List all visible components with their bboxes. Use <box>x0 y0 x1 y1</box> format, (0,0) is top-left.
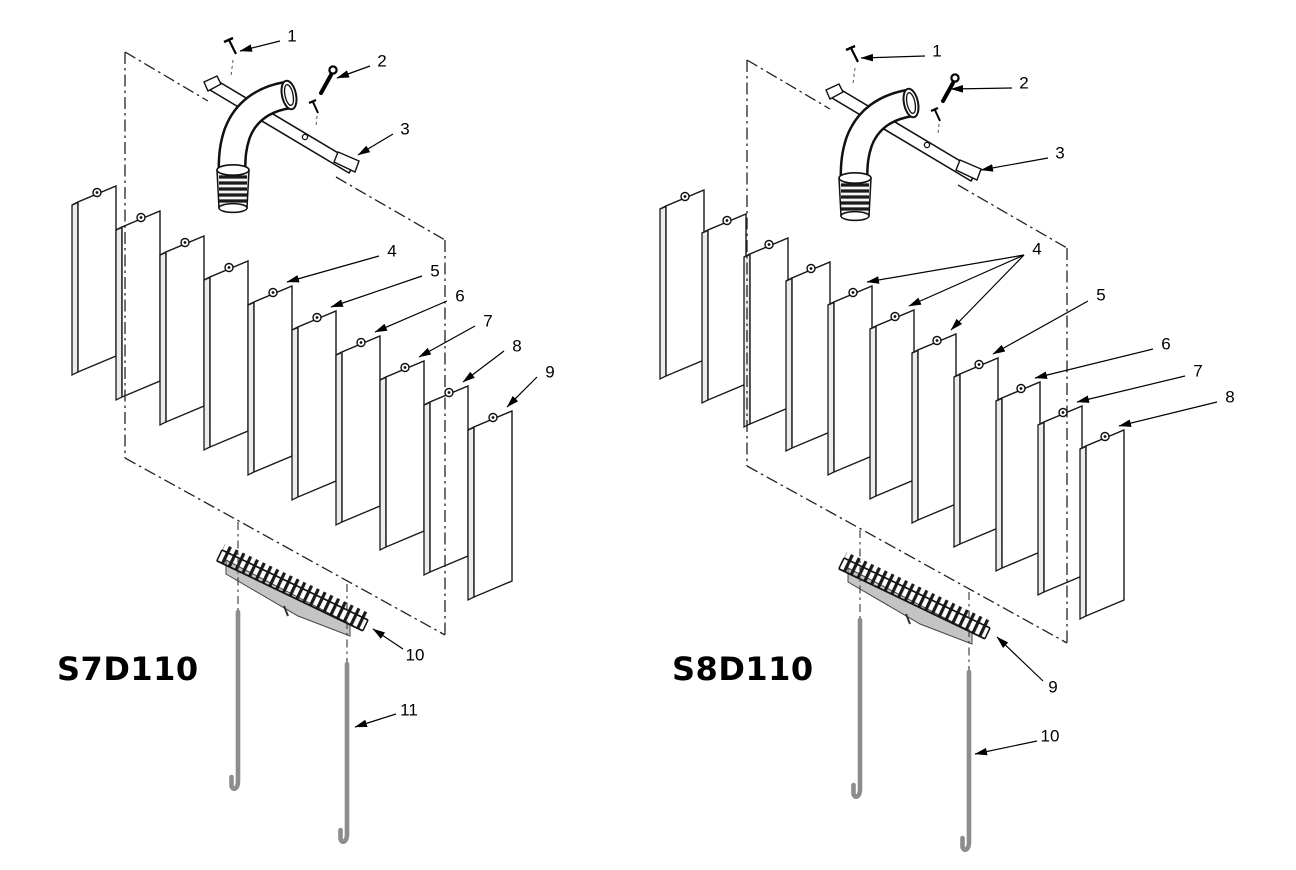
callout-8: 8 <box>1118 387 1235 427</box>
callout-8: 8 <box>462 336 522 383</box>
plate <box>335 335 381 526</box>
callout-arrow <box>330 275 423 308</box>
callout-label: 9 <box>545 362 554 381</box>
callout-arrow <box>354 713 397 728</box>
plate <box>159 235 205 426</box>
callout-arrow <box>286 255 380 283</box>
plate <box>379 360 425 551</box>
plate-stack <box>659 189 1125 620</box>
callout-arrow <box>357 133 394 156</box>
plate <box>827 285 873 476</box>
plate <box>291 310 337 501</box>
callout-6: 6 <box>374 286 465 333</box>
callout-arrow <box>1118 401 1218 427</box>
callout-arrow <box>374 300 448 333</box>
callout-arrow <box>418 325 476 358</box>
callout-3: 3 <box>980 143 1065 172</box>
callout-label: 7 <box>483 311 492 330</box>
inlet-assembly <box>204 38 359 212</box>
callout-6: 6 <box>1034 334 1171 379</box>
callout-4: 4 <box>866 239 1042 331</box>
callout-arrow <box>239 40 281 52</box>
model-label: S8D110 <box>672 650 814 688</box>
callout-2: 2 <box>336 51 387 79</box>
model-label: S7D110 <box>57 650 199 688</box>
plate <box>467 410 513 601</box>
callout-arrow <box>336 65 371 79</box>
inlet-assembly <box>826 46 981 220</box>
callout-1: 1 <box>860 41 942 62</box>
callout-9: 9 <box>506 362 555 408</box>
plate <box>701 213 747 404</box>
plate <box>785 261 831 452</box>
callout-arrow <box>1034 348 1154 379</box>
callout-label: 3 <box>400 119 409 138</box>
plate <box>743 237 789 428</box>
callout-label: 11 <box>400 700 418 719</box>
plate <box>995 381 1041 572</box>
callout-arrow <box>950 254 1025 331</box>
callout-arrow <box>980 157 1049 172</box>
callout-7: 7 <box>418 311 493 358</box>
callout-arrow <box>992 300 1089 355</box>
callout-arrow <box>860 53 926 62</box>
callout-arrow <box>372 628 404 650</box>
callout-label: 2 <box>1019 73 1028 92</box>
callout-label: 4 <box>387 241 396 260</box>
callout-arrow <box>866 254 1025 284</box>
callout-3: 3 <box>357 119 410 156</box>
plate-stack <box>71 185 513 601</box>
callout-label: 7 <box>1193 361 1202 380</box>
callout-2: 2 <box>950 73 1029 93</box>
plate <box>659 189 705 380</box>
callout-label: 5 <box>1096 285 1105 304</box>
plate <box>203 260 249 451</box>
plate <box>115 210 161 401</box>
callout-5: 5 <box>330 261 440 308</box>
plate <box>911 333 957 524</box>
callout-label: 1 <box>287 26 296 45</box>
callout-label: 3 <box>1055 143 1064 162</box>
callout-label: 2 <box>377 51 386 70</box>
callout-label: 8 <box>512 336 521 355</box>
callout-label: 1 <box>932 41 941 60</box>
diagram-s7d110: 1 2 3 4 5 6 7 8 <box>57 26 555 841</box>
callout-5: 5 <box>992 285 1106 355</box>
plate <box>869 309 915 500</box>
callout-label: 8 <box>1225 387 1234 406</box>
callout-arrow <box>462 350 505 383</box>
plate <box>247 285 293 476</box>
callout-arrow <box>908 254 1025 307</box>
callout-label: 9 <box>1048 677 1057 696</box>
callout-label: 4 <box>1032 239 1041 258</box>
callout-arrow <box>950 85 1013 93</box>
callout-10: 10 <box>372 628 425 664</box>
plate <box>1037 405 1083 596</box>
callout-label: 10 <box>406 645 425 664</box>
callout-label: 5 <box>430 261 439 280</box>
plate <box>71 185 117 376</box>
callout-4: 4 <box>286 241 397 283</box>
callout-11: 11 <box>354 700 418 728</box>
callout-label: 6 <box>1161 334 1170 353</box>
callout-arrow <box>974 740 1038 756</box>
callout-label: 6 <box>455 286 464 305</box>
callout-arrow <box>506 376 538 408</box>
plate <box>953 357 999 548</box>
callout-7: 7 <box>1076 361 1203 403</box>
plate <box>1079 429 1125 620</box>
callout-10: 10 <box>974 726 1060 756</box>
diagram-s8d110: 1 2 3 4 5 6 7 8 <box>659 41 1235 849</box>
callout-1: 1 <box>239 26 297 52</box>
callout-arrow <box>996 636 1044 682</box>
callout-9: 9 <box>996 636 1058 696</box>
callout-arrow <box>1076 375 1186 403</box>
callout-label: 10 <box>1041 726 1060 745</box>
plate <box>423 385 469 576</box>
